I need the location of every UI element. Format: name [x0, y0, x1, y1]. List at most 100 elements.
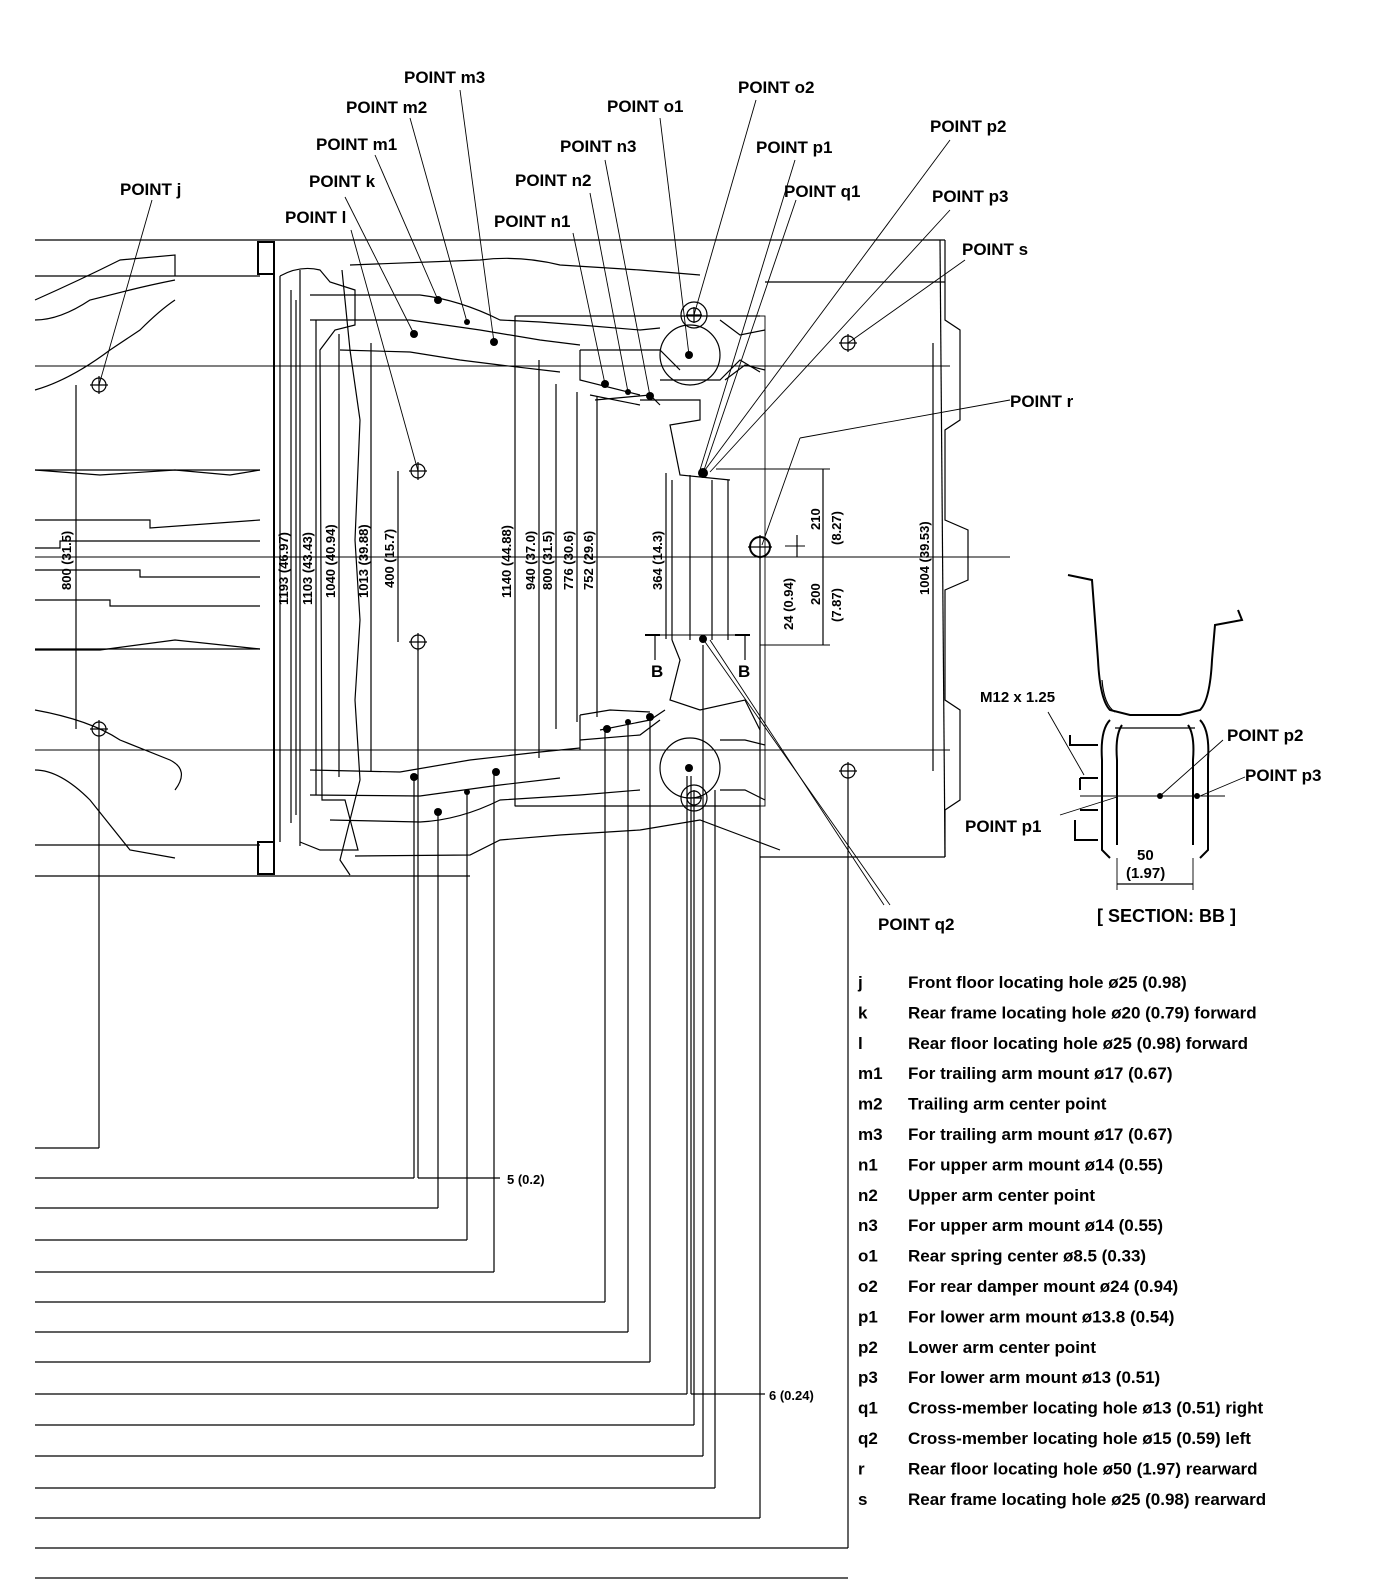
dim-210: 210: [808, 508, 823, 530]
label-point-q1: POINT q1: [784, 182, 861, 201]
dim-6: 6 (0.24): [769, 1388, 814, 1403]
section-width-value: 50: [1137, 847, 1154, 864]
section-width-inch: (1.97): [1126, 865, 1165, 882]
dim-200-inch: (7.87): [829, 588, 844, 622]
legend-key: p2: [858, 1338, 878, 1357]
point-m3-lower-dot: [492, 768, 500, 776]
label-point-p1: POINT p1: [756, 138, 833, 157]
legend-key: l: [858, 1034, 863, 1053]
label-point-n2: POINT n2: [515, 171, 592, 190]
legend-description: Cross-member locating hole ø13 (0.51) ri…: [908, 1399, 1264, 1418]
point-o2-lower-mark: [686, 790, 702, 806]
legend-key: o1: [858, 1247, 878, 1266]
point-o1-lower-dot: [685, 764, 693, 772]
dim-5: 5 (0.2): [507, 1172, 545, 1187]
dim-776: 776 (30.6): [561, 531, 576, 590]
section-mark-b-left: B: [651, 662, 663, 681]
dim-1040: 1040 (40.94): [323, 524, 338, 598]
legend-description: Cross-member locating hole ø15 (0.59) le…: [908, 1429, 1251, 1448]
legend-description: Rear floor locating hole ø50 (1.97) rear…: [908, 1459, 1258, 1478]
legend-key: p1: [858, 1307, 878, 1326]
section-thread-label: M12 x 1.25: [980, 689, 1055, 706]
legend-description: Lower arm center point: [908, 1338, 1096, 1357]
dim-752: 752 (29.6): [581, 531, 596, 590]
legend-key: m3: [858, 1125, 883, 1144]
legend-description: For upper arm mount ø14 (0.55): [908, 1155, 1163, 1174]
legend-description: Rear frame locating hole ø25 (0.98) rear…: [908, 1490, 1266, 1509]
legend-key: n3: [858, 1216, 878, 1235]
label-point-m2: POINT m2: [346, 98, 427, 117]
label-point-l: POINT l: [285, 208, 346, 227]
dim-210-inch: (8.27): [829, 511, 844, 545]
legend-description: Rear frame locating hole ø20 (0.79) forw…: [908, 1003, 1257, 1022]
label-point-n3: POINT n3: [560, 137, 637, 156]
label-point-m3: POINT m3: [404, 68, 485, 87]
dim-364: 364 (14.3): [650, 531, 665, 590]
label-point-s: POINT s: [962, 240, 1028, 259]
point-s-lower-mark: [839, 762, 857, 780]
legend-key: s: [858, 1490, 867, 1509]
label-point-o1: POINT o1: [607, 97, 684, 116]
dim-400: 400 (15.7): [382, 529, 397, 588]
label-point-j: POINT j: [120, 180, 181, 199]
legend-description: For rear damper mount ø24 (0.94): [908, 1277, 1178, 1296]
legend-description: For lower arm mount ø13.8 (0.54): [908, 1307, 1174, 1326]
legend-description: Rear spring center ø8.5 (0.33): [908, 1247, 1146, 1266]
section-mark-b-right: B: [738, 662, 750, 681]
dim-1013: 1013 (39.88): [356, 524, 371, 598]
section-point-p1: POINT p1: [965, 817, 1042, 836]
legend-description: For trailing arm mount ø17 (0.67): [908, 1064, 1173, 1083]
legend-key: n1: [858, 1155, 878, 1174]
legend-key: k: [858, 1003, 868, 1022]
label-point-r: POINT r: [1010, 392, 1074, 411]
section-point-p2: POINT p2: [1227, 726, 1304, 745]
dim-1140: 1140 (44.88): [499, 525, 514, 598]
label-point-n1: POINT n1: [494, 212, 571, 231]
legend-key: q1: [858, 1399, 878, 1418]
dim-1103: 1103 (43.43): [300, 532, 315, 605]
section-bb-detail: M12 x 1.25 POINT p1 POINT p2 POINT p3 50…: [965, 574, 1322, 926]
dimension-texts: 800 (31.5) 1193 (46.97) 1103 (43.43) 104…: [59, 508, 932, 1403]
section-point-p3: POINT p3: [1245, 766, 1322, 785]
section-title: [ SECTION: BB ]: [1097, 906, 1236, 926]
dim-800-left: 800 (31.5): [59, 531, 74, 590]
point-labels: POINT j POINT k POINT l POINT m1 POINT m…: [120, 68, 1074, 934]
legend-description: Rear floor locating hole ø25 (0.98) forw…: [908, 1034, 1248, 1053]
legend-key: m1: [858, 1064, 883, 1083]
leader-lines: [98, 89, 1011, 906]
label-point-p2: POINT p2: [930, 117, 1007, 136]
legend-description: For upper arm mount ø14 (0.55): [908, 1216, 1163, 1235]
dim-800: 800 (31.5): [540, 531, 555, 590]
label-point-k: POINT k: [309, 172, 376, 191]
legend-key: q2: [858, 1429, 878, 1448]
label-point-m1: POINT m1: [316, 135, 397, 154]
point-n1-lower-dot: [603, 725, 611, 733]
legend-key: r: [858, 1459, 865, 1478]
legend-description: Trailing arm center point: [908, 1095, 1107, 1114]
vertical-dimension-lines: [75, 290, 934, 823]
dim-24: 24 (0.94): [781, 578, 796, 630]
dim-200: 200: [808, 583, 823, 605]
horizontal-dimension-lines: [35, 557, 849, 1579]
dim-1193: 1193 (46.97): [276, 532, 291, 605]
label-point-q2: POINT q2: [878, 915, 955, 934]
point-marks: [90, 296, 857, 816]
legend-key: p3: [858, 1368, 878, 1387]
point-r-mark: [748, 535, 772, 559]
legend-description: Front floor locating hole ø25 (0.98): [908, 973, 1187, 992]
legend-description: For trailing arm mount ø17 (0.67): [908, 1125, 1173, 1144]
dim-1004: 1004 (39.53): [917, 521, 932, 595]
legend-key: j: [857, 973, 863, 992]
legend-key: o2: [858, 1277, 878, 1296]
legend-key: n2: [858, 1186, 878, 1205]
legend-description: For lower arm mount ø13 (0.51): [908, 1368, 1160, 1387]
dim-940: 940 (37.0): [523, 531, 538, 590]
point-l-lower-mark: [409, 633, 427, 651]
label-point-o2: POINT o2: [738, 78, 815, 97]
point-j-lower-mark: [90, 720, 108, 738]
label-point-p3: POINT p3: [932, 187, 1009, 206]
legend-key: m2: [858, 1095, 883, 1114]
